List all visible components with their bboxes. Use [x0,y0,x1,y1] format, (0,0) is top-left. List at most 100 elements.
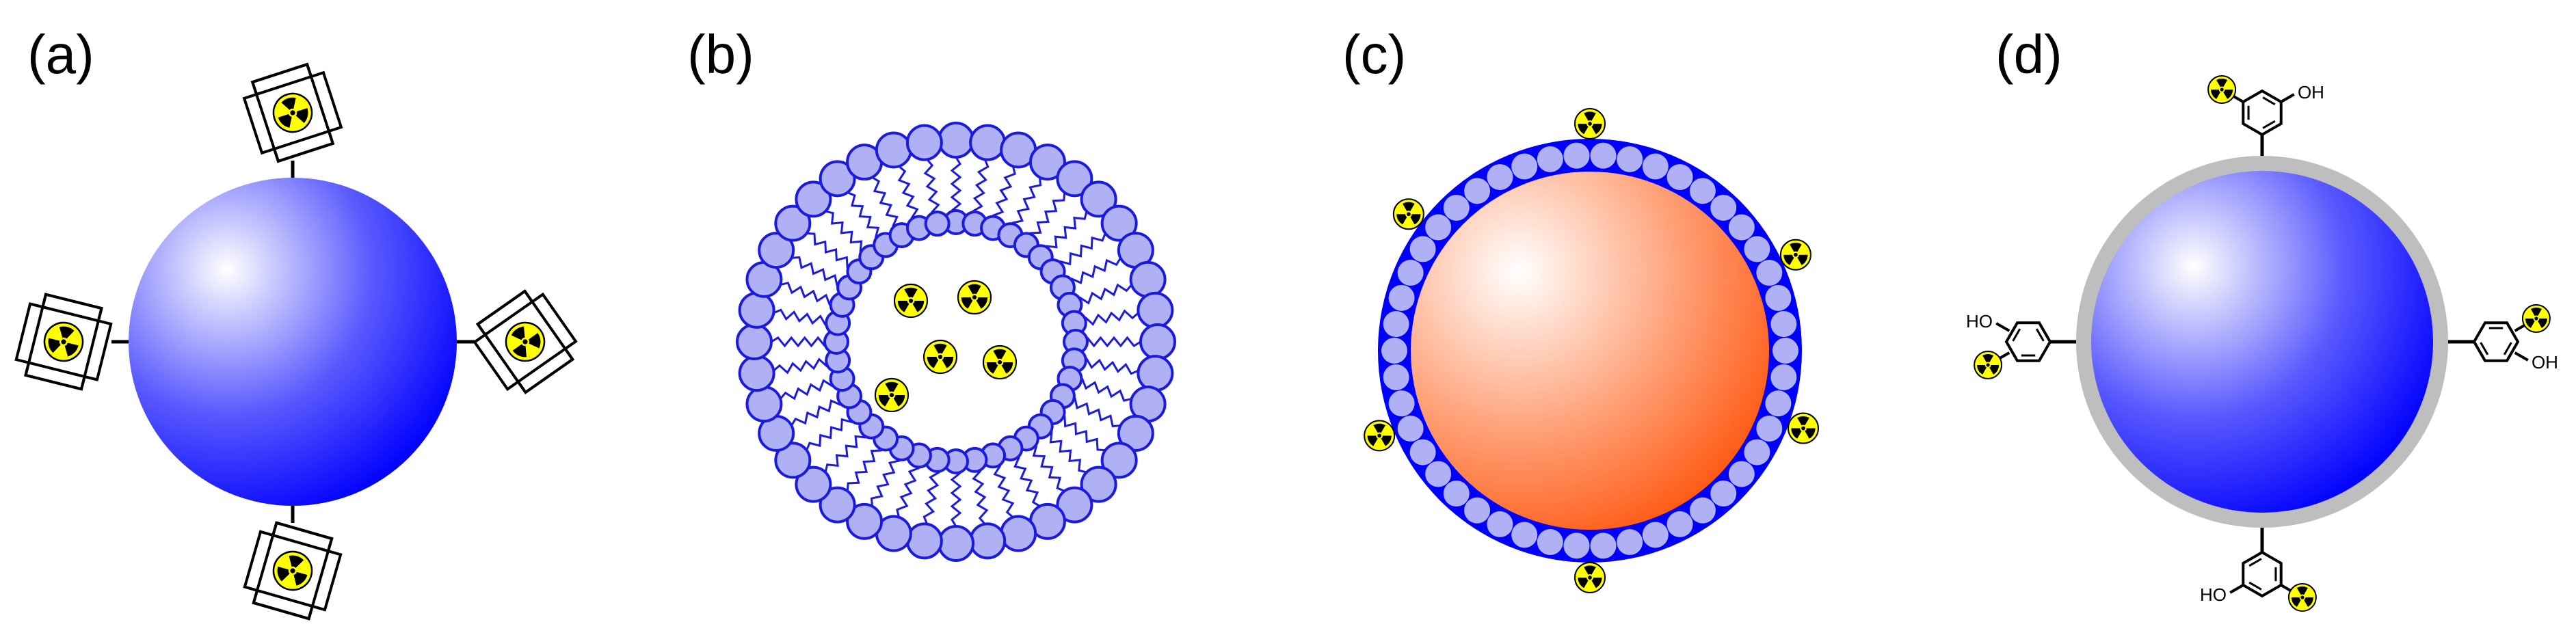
lipid-tail [1011,177,1042,224]
lipid-tail [922,471,940,525]
lipid-tail [871,176,899,228]
lipid-head-outer [758,232,795,269]
shell-bead [1409,236,1436,262]
lipid-tail [950,157,962,212]
lipid-tail [780,379,834,401]
lipid-head-outer [795,180,832,218]
shell-bead [1710,194,1737,221]
shell-bead [1397,260,1424,286]
lipid-tail [806,418,853,451]
phospholipid [875,442,932,552]
lipid-tail [1086,336,1141,348]
shell-bead [1511,522,1538,548]
lipid-head-outer [1080,465,1117,503]
lipid-tail [791,256,838,286]
encapsulated-radionuclides [874,280,1018,413]
shell-bead [1388,390,1415,417]
lipid-tail [1084,309,1139,326]
shell-bead [1744,236,1770,262]
radiolabel-bond [2280,584,2292,592]
radiation-icon [1779,239,1811,271]
lipid-tail [870,459,901,506]
hydroxyl-bond [2229,584,2244,594]
shell-bead [1383,364,1409,390]
lipid-tail [1029,192,1066,234]
catechol-group: OH [2472,304,2558,373]
lipid-head-outer [1100,204,1138,242]
lipid-tail [771,336,826,348]
lipid-tail [1063,415,1106,452]
shell-bead [1464,497,1491,524]
radiation-icon [2521,304,2551,333]
hydroxyl-label: HO [2200,584,2227,605]
radiation-icon [922,339,958,375]
nanoparticle-core [2091,171,2433,513]
radiation-icon [43,321,84,362]
chelator-group [14,293,113,391]
benzene-ring [2004,321,2052,362]
shell-bead [1710,481,1737,507]
lipid-head-outer [819,160,856,198]
shell-bead [1383,311,1409,338]
lipid-tail [1074,397,1121,428]
lipid-head-outer [738,355,775,392]
panel-label-c: (c) [1342,24,1407,85]
lipid-tail [1059,232,1106,266]
lipid-head-outer [1100,442,1138,479]
hydroxyl-bond [1995,322,2010,332]
phospholipid [980,442,1037,552]
radiation-icon [272,92,313,133]
phospholipid [1027,413,1117,503]
lipid-head-outer [905,124,943,161]
shell-bead [1537,146,1563,172]
radiation-icon [1392,198,1424,230]
lipid-head-outer [1056,486,1093,524]
shell-bead [1617,529,1643,556]
phospholipid [997,144,1066,249]
shell-bead [1642,522,1669,548]
shell-bead [1425,461,1452,487]
radiation-icon [1974,351,2003,379]
lipid-head-outer [1056,160,1093,198]
a-linkers [111,161,477,523]
chelator-group [242,62,343,163]
shell-bead [1397,415,1424,442]
hydroxyl-bond [2280,93,2295,103]
shell-bead [1689,497,1716,524]
phospholipid [905,124,951,237]
shell-bead [1770,311,1797,338]
shell-bead [1381,338,1407,364]
catechol-group: HO [1966,311,2052,379]
lipid-head-outer [736,323,773,360]
shell-bead [1756,260,1783,286]
shell-bead [1443,481,1470,507]
phospholipid [875,131,932,241]
benzene-ring [2472,321,2520,362]
lipid-head-outer [938,525,974,562]
phospholipid [738,291,851,336]
lipid-head-outer [738,291,775,329]
hydroxyl-bond [2514,351,2529,362]
shell-bead [1667,164,1693,191]
shell-bead [1765,284,1792,311]
shell-bead [1772,338,1798,364]
lipid-head-outer [875,131,912,169]
shell-bead [1667,511,1693,537]
shell-bead [1487,511,1513,537]
shell-bead [1617,146,1643,172]
panel-label-a: (a) [27,24,94,85]
phospholipid [795,413,885,503]
lipid-tail [847,191,880,239]
lipid-tail [791,399,842,427]
radiolabel-bond [1999,351,2010,360]
shell-bead [1744,439,1770,465]
phospholipid [1039,204,1138,285]
lipid-head-outer [969,522,1007,560]
lipid-tail [923,159,940,214]
lipid-tail [1032,445,1065,492]
shell-bead [1409,439,1436,465]
radiolabel-bond [2514,324,2525,332]
